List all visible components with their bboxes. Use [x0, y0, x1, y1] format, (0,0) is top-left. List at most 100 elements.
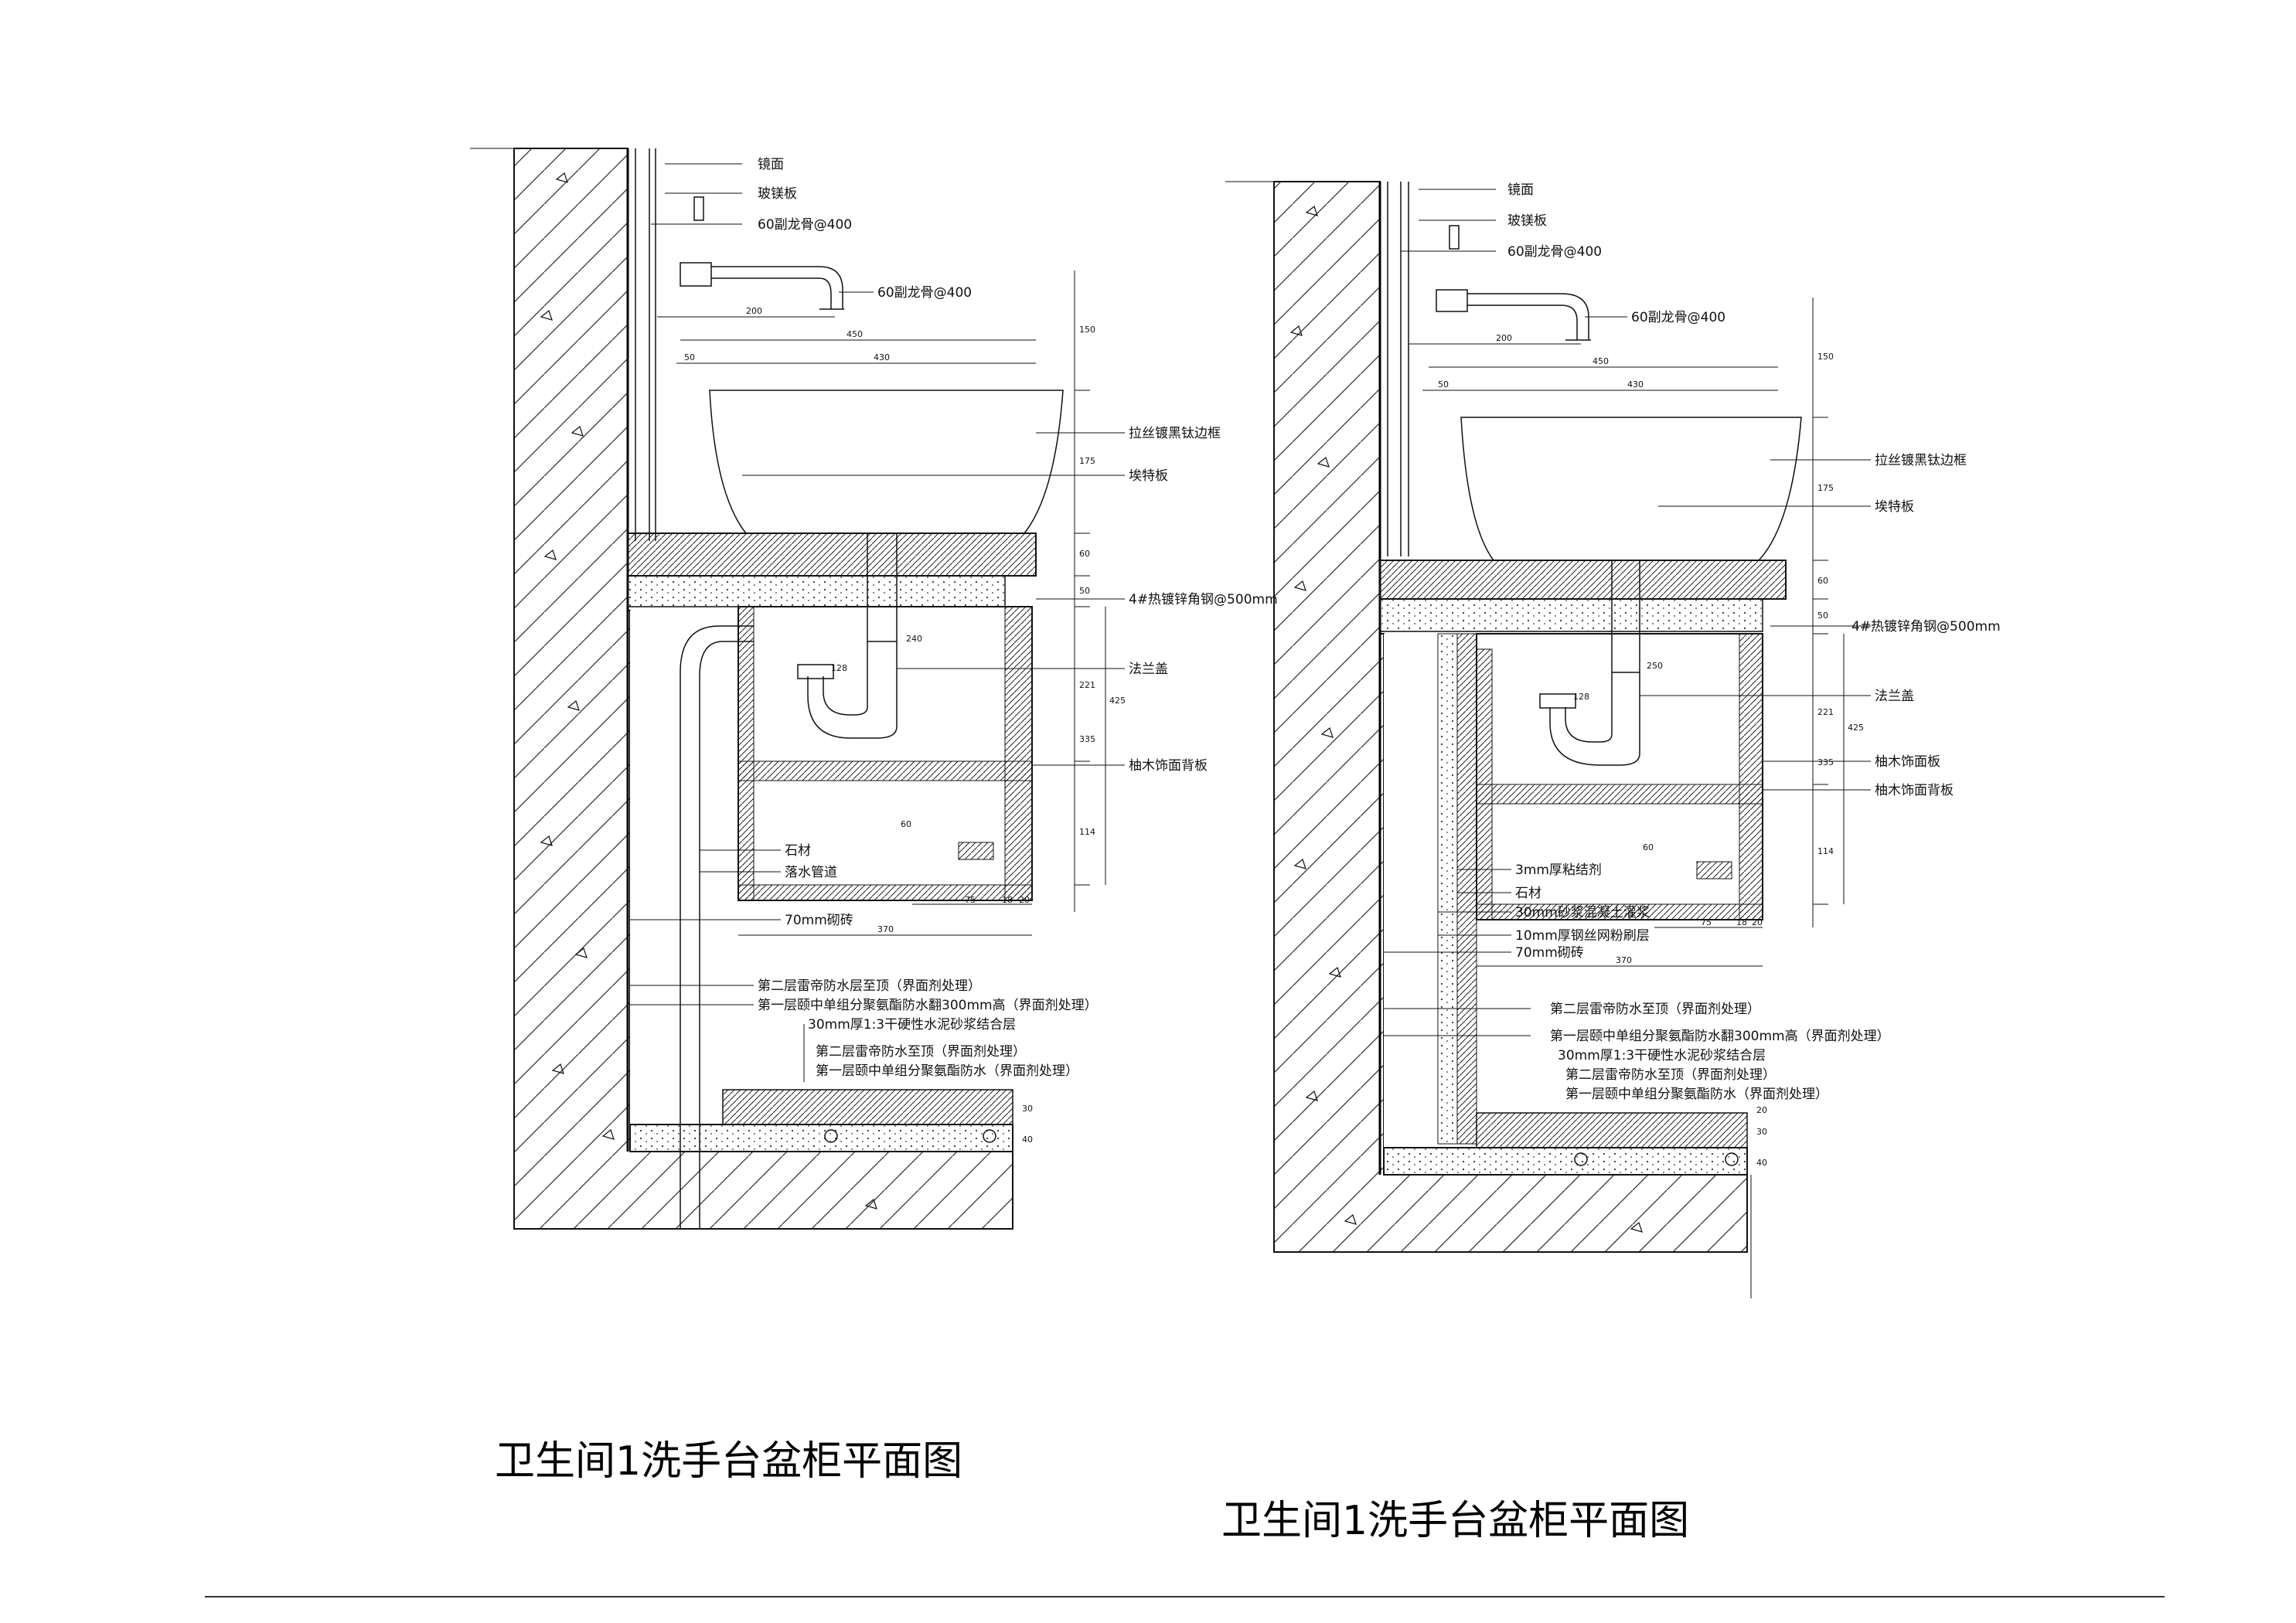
callout-mortar: 30mm厚1:3干硬性水泥砂浆结合层 — [1558, 1048, 1766, 1063]
dim-label: 425 — [1848, 723, 1864, 733]
dim-label: 150 — [1817, 352, 1834, 362]
callout-waterproof-1b: 第一层颐中单组分聚氨酯防水（界面剂处理） — [816, 1063, 1078, 1079]
dim-label: 30 — [1022, 1104, 1033, 1114]
callout-angle-steel: 4#热镀锌角钢@500mm — [1129, 592, 1278, 607]
callout-keel-2: 60副龙骨@400 — [877, 285, 972, 301]
callout-brick: 70mm砌砖 — [1515, 945, 1584, 961]
floor-screed — [1383, 1147, 1748, 1176]
cavity-white — [630, 611, 1013, 1152]
callout-waterproof-2b: 第二层雷帝防水至顶（界面剂处理） — [816, 1044, 1026, 1060]
wash-basin — [709, 390, 1064, 534]
dim-label: 128 — [831, 663, 847, 673]
callout-eternit-board: 埃特板 — [1129, 468, 1168, 484]
left-detail-drawing: 镜面 玻镁板 60副龙骨@400 60副龙骨@400 拉丝镀黑钛边框 埃特板 4… — [470, 148, 1278, 1485]
callout-flange-cover: 法兰盖 — [1129, 662, 1168, 677]
callout-mirror: 镜面 — [758, 157, 784, 172]
faucet — [1436, 225, 1591, 341]
callout-teak-back: 柚木饰面背板 — [1875, 783, 1954, 798]
faucet — [680, 196, 844, 310]
callout-keel-2: 60副龙骨@400 — [1631, 310, 1725, 325]
callout-waterproof-1: 第一层颐中单组分聚氨酯防水翻300mm高（界面剂处理） — [758, 998, 1098, 1013]
dim-label: 200 — [1496, 333, 1512, 343]
drawing-title-right: 卫生间1洗手台盆柜平面图 — [1221, 1498, 1689, 1544]
callout-waterproof-2b: 第二层雷帝防水至顶（界面剂处理） — [1565, 1067, 1776, 1083]
callout-adhesive: 3mm厚粘结剂 — [1515, 863, 1602, 878]
callout-titanium-frame: 拉丝镀黑钛边框 — [1875, 453, 1967, 468]
callout-waterproof-2: 第二层雷帝防水至顶（界面剂处理） — [1550, 1002, 1760, 1017]
wall-aggregate-marks — [1289, 205, 1643, 1233]
dim-label: 18 — [1736, 917, 1747, 927]
countertop-stone — [1379, 560, 1787, 600]
callout-eternit-board: 埃特板 — [1875, 499, 1914, 515]
dim-label: 430 — [1627, 379, 1644, 390]
dim-label: 60 — [1817, 576, 1828, 586]
dim-label: 75 — [965, 895, 976, 905]
wall-aggregate-marks — [540, 172, 877, 1210]
dim-label: 60 — [1079, 549, 1090, 559]
callout-mgo-board: 玻镁板 — [1507, 213, 1547, 229]
dim-label: 50 — [1817, 611, 1828, 621]
dim-label: 60 — [1643, 842, 1654, 852]
dim-label: 18 — [1002, 895, 1013, 905]
wash-basin — [1460, 417, 1802, 561]
callout-leaders — [1384, 189, 1871, 1036]
dim-label: 221 — [1079, 680, 1095, 690]
dim-label: 370 — [1616, 955, 1632, 965]
dim-label: 50 — [1438, 379, 1449, 390]
callout-grout: 30mm砂浆混凝土灌浆 — [1515, 905, 1650, 920]
dim-label: 450 — [1593, 356, 1609, 366]
dim-label: 50 — [1079, 586, 1090, 596]
callout-stone: 石材 — [785, 843, 811, 859]
dim-label: 20 — [1752, 917, 1763, 927]
dim-label: 150 — [1079, 325, 1095, 335]
drain-trap — [1539, 560, 1640, 766]
dim-label: 335 — [1817, 757, 1834, 767]
dim-label: 114 — [1079, 827, 1095, 837]
countertop-stone — [627, 532, 1037, 577]
dim-label: 450 — [847, 329, 863, 339]
right-detail-drawing: 镜面 玻镁板 60副龙骨@400 60副龙骨@400 拉丝镀黑钛边框 埃特板 4… — [1221, 181, 2001, 1544]
drain-pipe — [680, 625, 754, 1229]
drawing-title-left: 卫生间1洗手台盆柜平面图 — [495, 1438, 962, 1485]
callout-angle-steel: 4#热镀锌角钢@500mm — [1851, 619, 2001, 635]
callout-wire-mesh: 10mm厚钢丝网粉刷层 — [1515, 928, 1650, 944]
dim-label: 430 — [874, 352, 890, 362]
dim-label: 250 — [1647, 661, 1663, 671]
dim-label: 370 — [877, 924, 894, 934]
dim-label: 128 — [1573, 692, 1589, 702]
dim-label: 20 — [1019, 895, 1030, 905]
dim-label: 335 — [1079, 734, 1095, 744]
dim-label: 200 — [746, 306, 762, 316]
callout-stone: 石材 — [1515, 886, 1541, 901]
dim-label: 175 — [1817, 483, 1834, 493]
dim-label: 50 — [684, 352, 695, 362]
callout-mortar: 30mm厚1:3干硬性水泥砂浆结合层 — [808, 1017, 1016, 1033]
callout-flange-cover: 法兰盖 — [1875, 689, 1914, 704]
callout-brick: 70mm砌砖 — [785, 913, 853, 928]
dim-label: 40 — [1022, 1135, 1033, 1145]
dim-label: 60 — [901, 819, 911, 829]
dim-label: 114 — [1817, 846, 1834, 856]
callout-titanium-frame: 拉丝镀黑钛边框 — [1129, 426, 1221, 441]
callout-mirror: 镜面 — [1507, 182, 1534, 198]
dim-label: 20 — [1756, 1105, 1767, 1115]
dim-label: 30 — [1756, 1127, 1767, 1137]
callout-teak-panel: 柚木饰面板 — [1875, 754, 1940, 770]
callout-drain-pipe: 落水管道 — [785, 865, 837, 880]
callout-leaders — [630, 163, 1125, 1082]
callout-waterproof-1b: 第一层颐中单组分聚氨酯防水（界面剂处理） — [1565, 1087, 1828, 1102]
floor-screed — [629, 1124, 1013, 1152]
callout-waterproof-2: 第二层雷帝防水层至顶（界面剂处理） — [758, 978, 981, 994]
callout-teak-back: 柚木饰面背板 — [1129, 758, 1208, 774]
callout-waterproof-1: 第一层颐中单组分聚氨酯防水翻300mm高（界面剂处理） — [1550, 1029, 1890, 1044]
drain-trap — [797, 532, 898, 739]
dim-label: 221 — [1817, 707, 1834, 717]
dim-label: 75 — [1701, 917, 1712, 927]
dim-label: 240 — [906, 634, 922, 644]
callout-keel-1: 60副龙骨@400 — [758, 217, 852, 233]
callout-mgo-board: 玻镁板 — [758, 186, 797, 202]
dim-label: 40 — [1756, 1158, 1767, 1168]
dim-label: 425 — [1109, 696, 1126, 706]
dim-label: 175 — [1079, 456, 1095, 466]
